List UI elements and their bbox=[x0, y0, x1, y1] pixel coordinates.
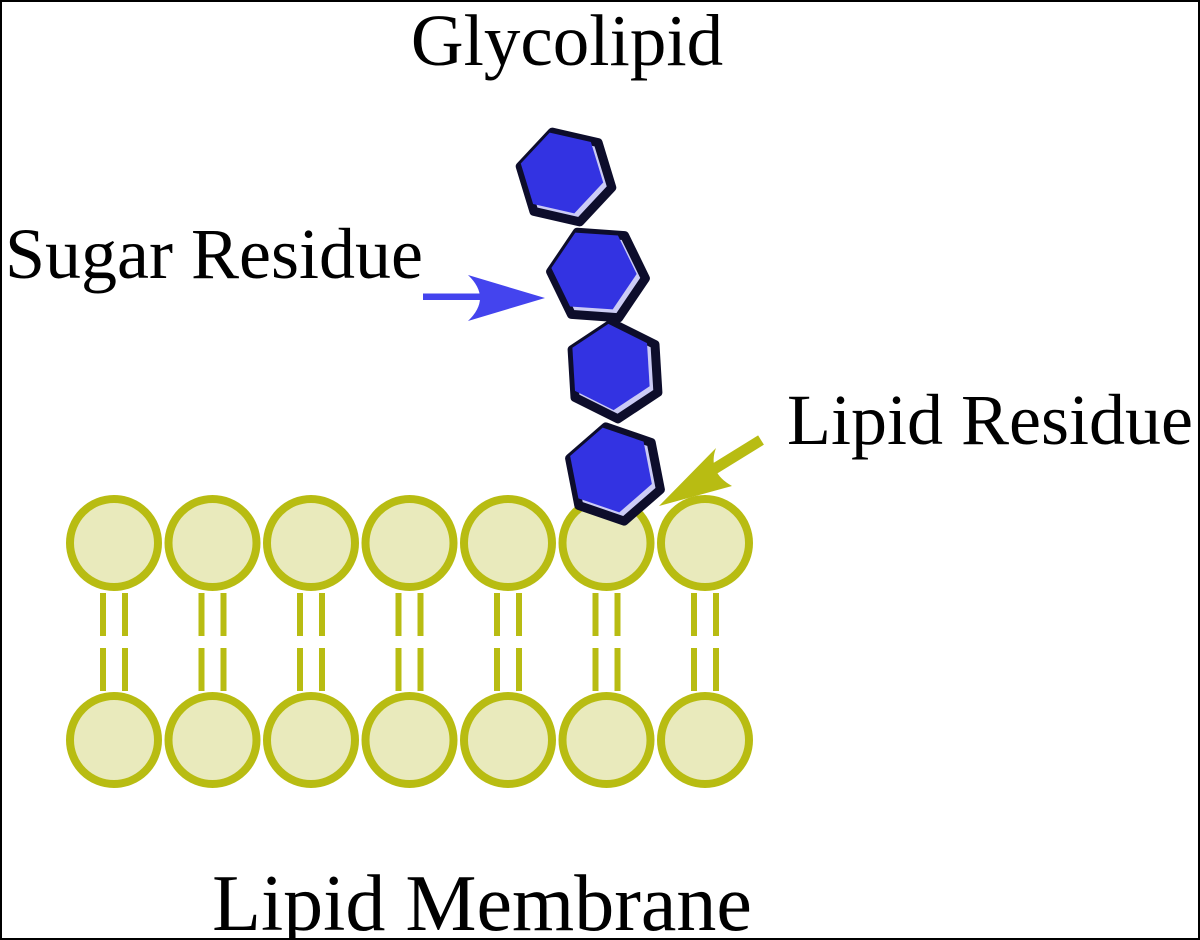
sugar-chain bbox=[515, 127, 665, 526]
sugar-hexagon-face bbox=[520, 132, 604, 214]
sugar-hexagon-face bbox=[570, 427, 652, 513]
sugar-arrow-shaft bbox=[423, 293, 495, 300]
lipid-arrow-shaft bbox=[703, 435, 764, 479]
lipid-head bbox=[460, 692, 556, 788]
sugar-hexagon bbox=[546, 227, 650, 323]
sugar-residue-arrow-icon bbox=[423, 275, 545, 321]
lipid-head bbox=[263, 495, 359, 591]
sugar-hexagon-face bbox=[551, 232, 637, 310]
diagram-title: Glycolipid bbox=[410, 0, 724, 81]
sugar-residue-label: Sugar Residue bbox=[5, 214, 423, 294]
lipid-head bbox=[361, 495, 458, 591]
lipid-membrane-bilayer bbox=[66, 495, 753, 788]
lipid-head bbox=[657, 495, 753, 591]
lipid-head bbox=[558, 692, 655, 788]
sugar-hexagon-face bbox=[572, 323, 650, 411]
sugar-arrow-head bbox=[468, 275, 545, 321]
lipid-head bbox=[164, 692, 261, 788]
lipid-head bbox=[263, 692, 359, 788]
lipid-residue-label: Lipid Residue bbox=[787, 380, 1193, 460]
lipid-head bbox=[164, 495, 261, 591]
lipid-arrow-head bbox=[659, 448, 732, 506]
lipid-head bbox=[657, 692, 753, 788]
lipid-head bbox=[66, 692, 162, 788]
sugar-hexagon bbox=[515, 127, 617, 227]
sugar-hexagon bbox=[567, 318, 663, 424]
lipid-membrane-label: Lipid Membrane bbox=[212, 860, 752, 940]
lipid-head bbox=[361, 692, 458, 788]
lipid-residue-arrow-icon bbox=[659, 435, 764, 506]
sugar-hexagon bbox=[565, 422, 665, 526]
lipid-head bbox=[460, 495, 556, 591]
lipid-head bbox=[66, 495, 162, 591]
